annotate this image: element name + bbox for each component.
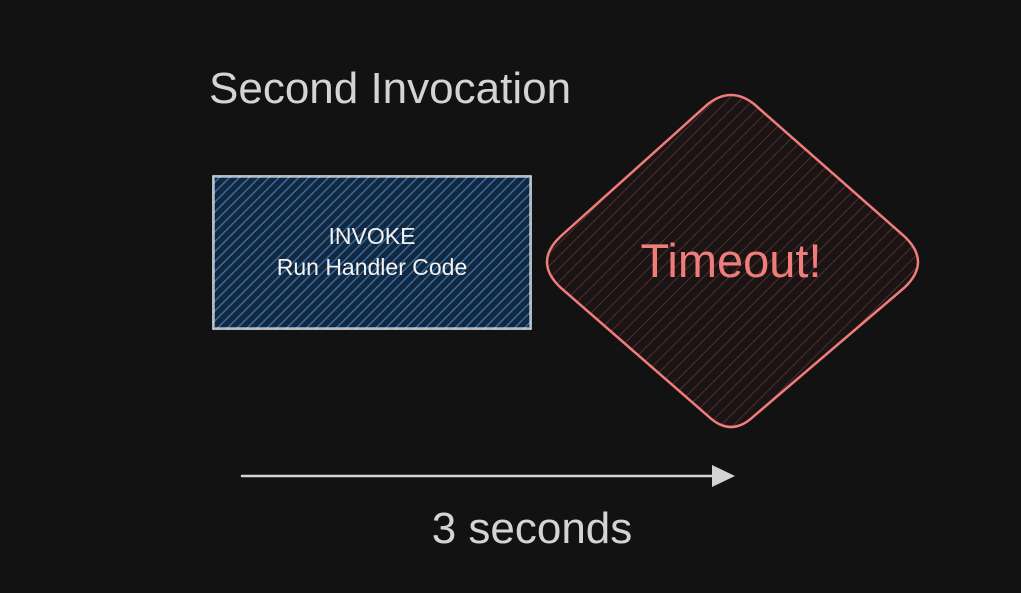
duration-label: 3 seconds (432, 504, 633, 553)
timeout-label: Timeout! (640, 234, 821, 287)
timeout-diamond: Timeout! (545, 93, 920, 429)
arrowhead-icon (712, 465, 735, 487)
invoke-box: INVOKE Run Handler Code (212, 175, 532, 330)
invoke-box-shape (212, 175, 532, 330)
invoke-box-label: INVOKE (329, 223, 416, 249)
diagram-title: Second Invocation (209, 64, 571, 113)
invoke-box-sublabel: Run Handler Code (277, 254, 468, 280)
duration-arrow (240, 465, 735, 487)
timeout-diamond-shape (545, 93, 920, 429)
